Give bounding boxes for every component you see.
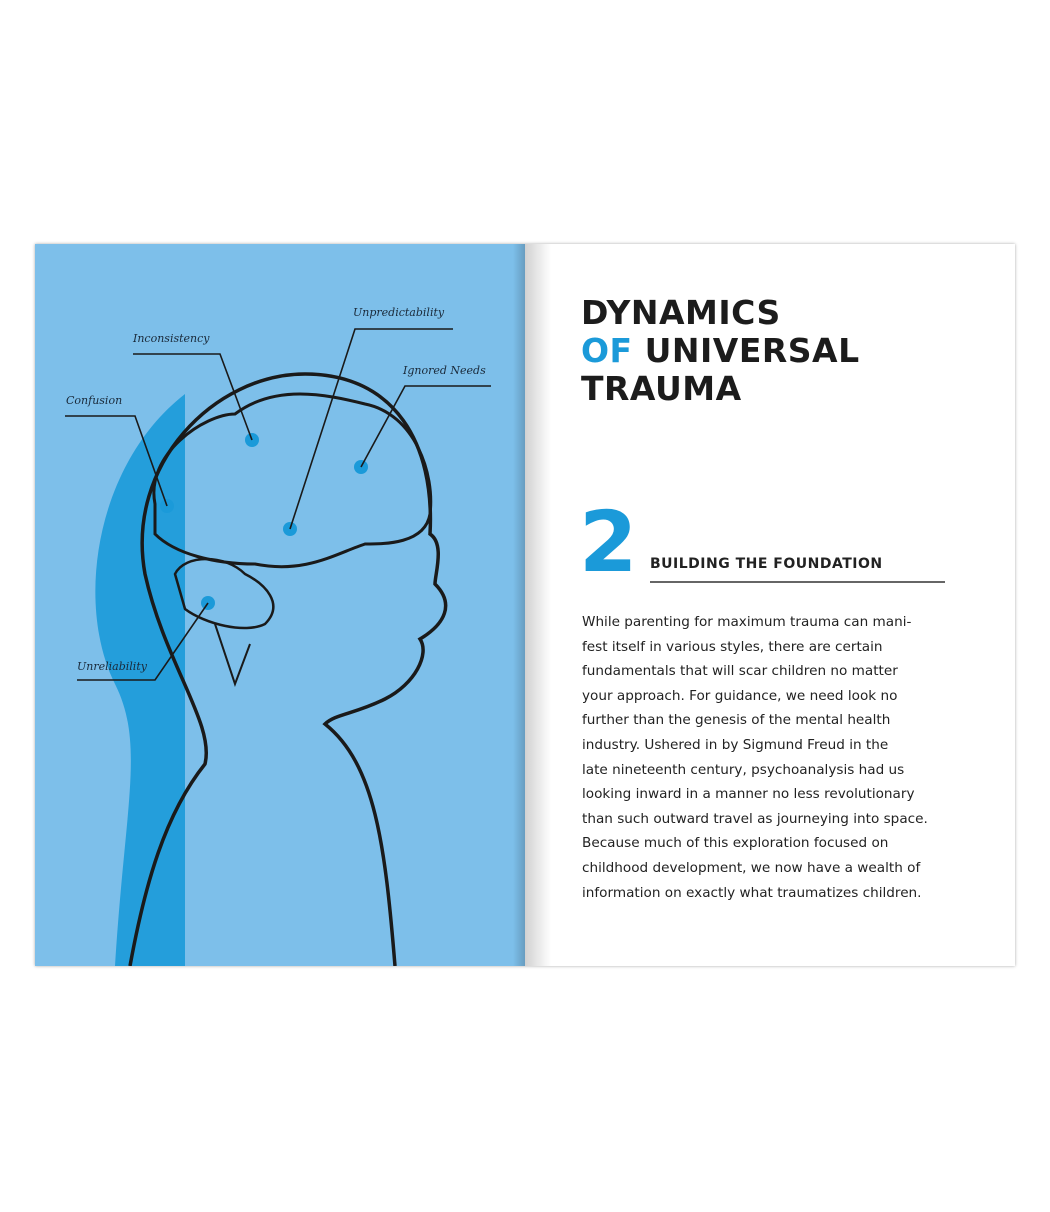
body-line: than such outward travel as journeying i… bbox=[582, 810, 928, 827]
chapter-title: BUILDING THE FOUNDATION bbox=[650, 556, 883, 572]
body-line: industry. Ushered in by Sigmund Freud in… bbox=[582, 736, 889, 753]
body-line: fest itself in various styles, there are… bbox=[582, 638, 883, 655]
body-line: fundamentals that will scar children no … bbox=[582, 663, 898, 680]
body-line: Because much of this exploration focused… bbox=[582, 835, 889, 852]
body-line: your approach. For guidance, we need loo… bbox=[582, 687, 898, 704]
book-spread: Unpredictability Inconsistency Ignored N… bbox=[35, 244, 1015, 966]
chapter-number: 2 bbox=[579, 493, 638, 591]
label-ignored-needs: Ignored Needs bbox=[403, 364, 486, 377]
label-unpredictability: Unpredictability bbox=[353, 306, 445, 319]
title-line-2: OF UNIVERSAL bbox=[581, 332, 860, 370]
body-line: childhood development, we now have a wea… bbox=[582, 859, 921, 876]
chapter-title-underline bbox=[650, 581, 945, 583]
body-paragraph: While parenting for maximum trauma can m… bbox=[582, 610, 928, 905]
body-line: While parenting for maximum trauma can m… bbox=[582, 614, 912, 630]
child-head-brain-illustration bbox=[65, 328, 491, 966]
body-line: further than the genesis of the mental h… bbox=[582, 712, 891, 729]
left-page-illustration: Unpredictability Inconsistency Ignored N… bbox=[35, 244, 525, 966]
label-unreliability: Unreliability bbox=[77, 660, 147, 673]
body-line: information on exactly what traumatizes … bbox=[582, 884, 922, 901]
right-page-text: DYNAMICS OF UNIVERSAL TRAUMA 2 BUILDING … bbox=[525, 244, 1015, 966]
title-accent-word: OF bbox=[581, 331, 633, 370]
title-line-1: DYNAMICS bbox=[581, 293, 781, 332]
page-title: DYNAMICS OF UNIVERSAL TRAUMA bbox=[581, 294, 860, 408]
title-line-2-rest: UNIVERSAL bbox=[632, 331, 860, 370]
title-line-3: TRAUMA bbox=[581, 369, 742, 408]
label-confusion: Confusion bbox=[66, 394, 123, 407]
body-line: late nineteenth century, psychoanalysis … bbox=[582, 761, 905, 778]
body-line: looking inward in a manner no less revol… bbox=[582, 786, 915, 803]
label-inconsistency: Inconsistency bbox=[133, 332, 210, 345]
